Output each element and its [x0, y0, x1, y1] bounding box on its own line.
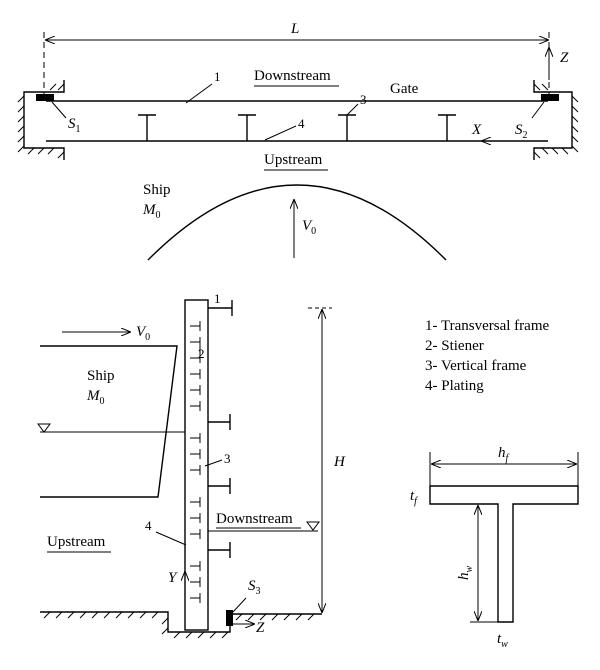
plan-callout-4: 4: [298, 116, 305, 131]
right-wall: [533, 80, 579, 160]
section-y-axis-label: Y: [168, 570, 178, 586]
plan-callout-4-leader: [264, 125, 297, 141]
plan-s2-label: S2: [515, 122, 528, 141]
plan-callout-3: 3: [360, 92, 367, 107]
plan-downstream-label: Downstream: [254, 68, 331, 84]
section-ship-label: Ship: [87, 368, 115, 384]
section-ground: [40, 611, 322, 639]
plan-s2-leader: [531, 101, 545, 119]
section-mass-label: M0: [86, 388, 105, 407]
web-thickness-label: tw: [497, 631, 508, 650]
section-callout-4: 4: [145, 518, 152, 533]
t-section: hf tf hw tw: [410, 445, 579, 650]
support-s1: [36, 94, 54, 101]
plan-stiffener: [238, 114, 256, 141]
ship-hull-outline: [40, 345, 178, 498]
left-wall: [17, 80, 65, 160]
height-label: H: [333, 454, 346, 470]
section-view: 1 2 3 4 Ship M0 V0 Upstream Downstream H: [37, 291, 346, 639]
plan-velocity-label: V0: [302, 218, 316, 237]
legend: 1- Transversal frame 2- Stiener 3- Verti…: [425, 318, 549, 394]
legend-item-2: 2- Stiener: [425, 338, 484, 354]
section-stiffeners: [190, 321, 201, 603]
plan-view: L Z: [17, 21, 579, 261]
section-callout-2: 2: [198, 346, 205, 361]
plan-x-axis-label: X: [471, 122, 482, 138]
plan-z-axis-label: Z: [560, 50, 569, 66]
section-z-axis-label: Z: [256, 620, 265, 636]
section-upstream-label: Upstream: [47, 534, 106, 550]
section-callout-3: 3: [224, 451, 231, 466]
support-s2: [541, 94, 559, 101]
plan-callout-3-leader: [346, 103, 359, 116]
ship-bow-arc: [147, 184, 447, 261]
section-downstream-label: Downstream: [216, 511, 293, 527]
downstream-water-symbol: [306, 521, 320, 531]
plan-stiffener: [338, 114, 356, 141]
plan-gate-label: Gate: [390, 81, 419, 97]
plan-callout-1-leader: [185, 83, 213, 104]
section-velocity-label: V0: [136, 324, 150, 343]
section-callout-3-leader: [204, 459, 223, 467]
plan-mass-label: M0: [142, 202, 161, 221]
plan-ship-label: Ship: [143, 182, 171, 198]
flange-width-label: hf: [498, 445, 510, 464]
section-callout-4-leader: [155, 531, 187, 546]
plan-callout-1: 1: [214, 69, 221, 84]
support-s3: [226, 610, 233, 626]
legend-item-4: 4- Plating: [425, 378, 484, 394]
t-section-outline: [429, 485, 579, 623]
plan-stiffener: [138, 114, 156, 141]
plan-upstream-label: Upstream: [264, 152, 323, 168]
web-height-label: hw: [456, 566, 475, 581]
flange-thickness-label: tf: [410, 488, 418, 507]
section-callout-1: 1: [214, 291, 221, 306]
upstream-water-symbol: [37, 423, 51, 433]
section-s3-leader: [232, 597, 247, 613]
section-s3-label: S3: [248, 578, 261, 597]
plan-s1-label: S1: [68, 116, 81, 135]
plan-stiffener: [438, 114, 456, 141]
gate-section-body: [184, 299, 209, 631]
legend-item-3: 3- Vertical frame: [425, 358, 527, 374]
plan-s1-leader: [51, 101, 67, 119]
legend-item-1: 1- Transversal frame: [425, 318, 549, 334]
length-label: L: [290, 21, 299, 37]
vertical-frame-flanges: [208, 414, 231, 558]
